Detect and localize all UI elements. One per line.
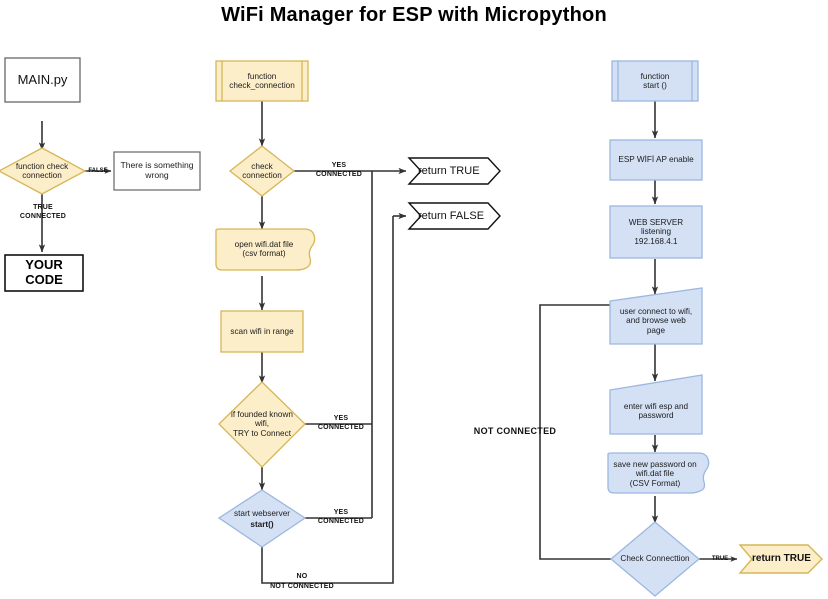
node-open-wifi-dat[interactable] [215,228,316,271]
node-enter-wifi-esp-and-password[interactable] [609,374,703,435]
node-scan-wifi[interactable] [220,310,304,353]
node-user-connect-to-wifi[interactable] [609,287,703,345]
node-return-true-right[interactable] [738,544,823,574]
node-main-py[interactable] [4,57,81,103]
node-your-code[interactable] [4,254,84,292]
node-function-check-connection[interactable] [0,147,87,195]
node-web-server-listening[interactable] [609,205,703,259]
edge-not-connected-loop [539,301,646,560]
node-func-start[interactable] [611,60,699,102]
node-return-true-middle[interactable] [407,157,501,185]
node-return-false-middle[interactable] [407,202,501,230]
node-check-connecttion[interactable] [609,521,701,597]
node-start-webserver[interactable] [217,489,307,548]
node-func-check-connection[interactable] [215,60,309,102]
node-check-connection[interactable] [228,145,296,197]
edge-webserver-no [261,216,394,584]
node-something-wrong[interactable] [113,151,201,191]
node-if-founded-known-wifi[interactable] [218,381,306,468]
node-save-new-password[interactable] [607,452,710,494]
node-esp-wifi-ap-enable[interactable] [609,139,703,181]
